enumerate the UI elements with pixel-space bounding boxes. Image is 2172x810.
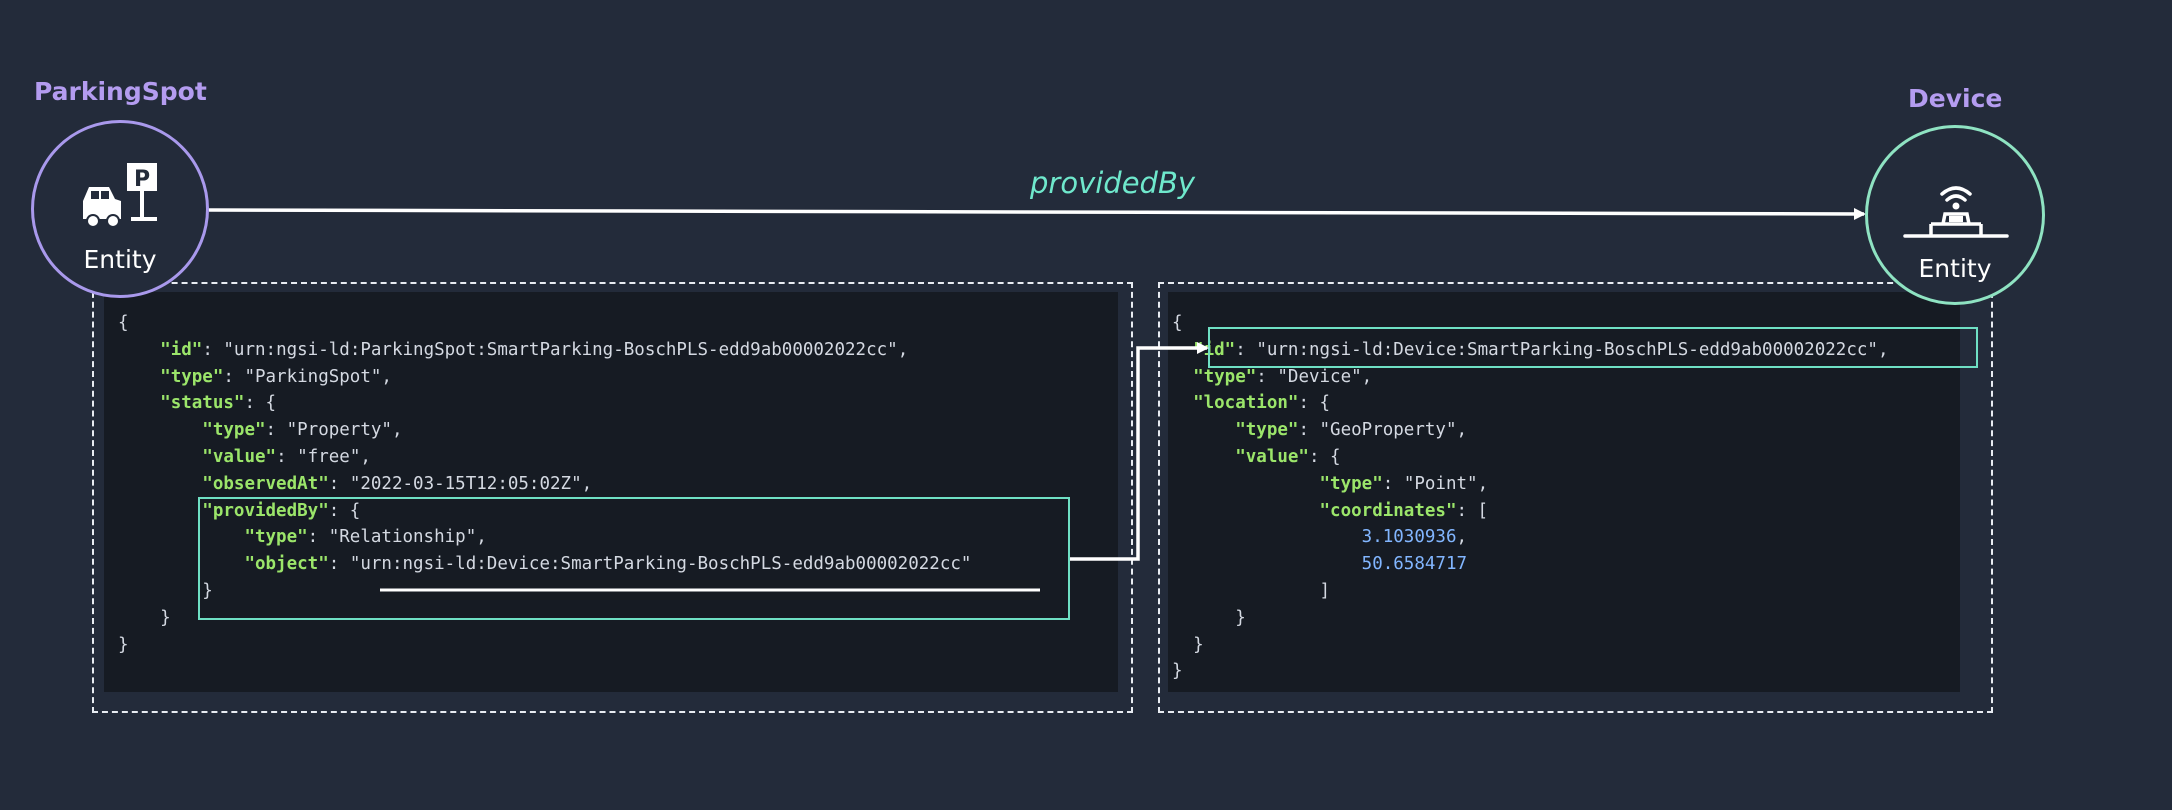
target-json-code: { "id": "urn:ngsi-ld:Device:SmartParking…	[1172, 313, 1889, 682]
relationship-label: providedBy	[1030, 166, 1196, 200]
relationship-object-value: "urn:ngsi-ld:Device:SmartParking-BoschPL…	[349, 554, 972, 575]
relationship-arrow	[208, 207, 1866, 220]
target-entity-node: Entity	[1865, 125, 2045, 305]
object-to-id-connector	[1070, 342, 1209, 561]
source-json-panel	[104, 292, 1118, 692]
target-json-panel	[1168, 292, 1960, 692]
source-json-code: { "id": "urn:ngsi-ld:ParkingSpot:SmartPa…	[118, 313, 972, 655]
iot-device-icon	[1903, 186, 2009, 238]
device-id-highlight	[1208, 327, 1978, 368]
source-entity-name: ParkingSpot	[34, 77, 207, 106]
target-json-container	[1158, 282, 1993, 713]
source-entity-label: Entity	[83, 245, 157, 274]
provided-by-highlight	[198, 497, 1070, 620]
parking-car-icon: P	[83, 163, 157, 228]
svg-text:P: P	[134, 167, 150, 192]
source-entity-node: P Entity	[31, 120, 209, 298]
target-entity-name: Device	[1908, 84, 2003, 113]
source-json-container	[92, 282, 1133, 713]
target-entity-label: Entity	[1918, 254, 1992, 283]
